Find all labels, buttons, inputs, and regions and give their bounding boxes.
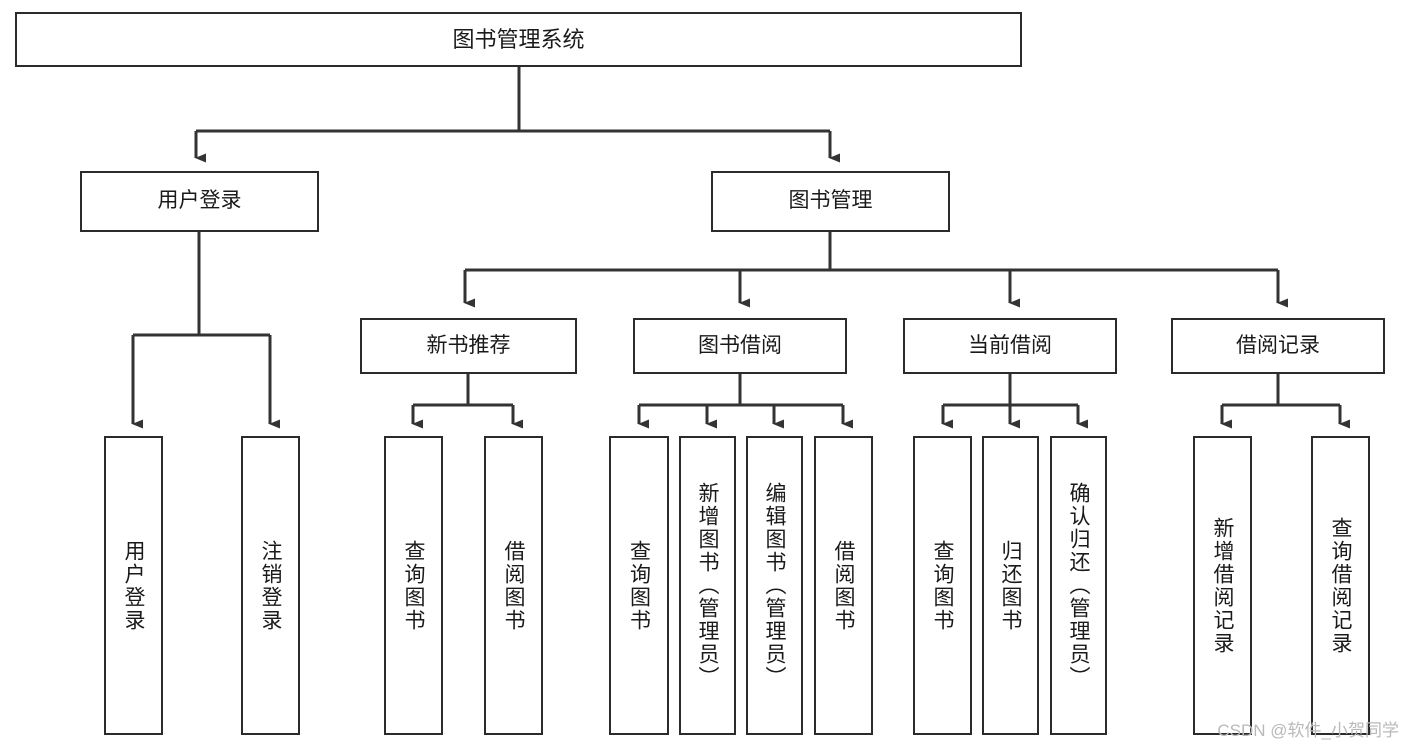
node-label: 借阅记录 (1236, 333, 1320, 357)
leaf-logout[interactable]: 注销登录 (241, 436, 300, 735)
node-label: 用户登录 (157, 189, 242, 213)
node-book-management[interactable]: 图书管理 (711, 171, 950, 232)
node-new-book-recommendation[interactable]: 新书推荐 (360, 318, 577, 374)
node-current-borrowing[interactable]: 当前借阅 (903, 318, 1117, 374)
leaf-return-book[interactable]: 归还图书 (982, 436, 1039, 735)
node-label: 图书管理系统 (452, 26, 585, 52)
node-label: 借阅图书 (502, 539, 525, 632)
node-label: 归还图书 (999, 539, 1022, 632)
leaf-edit-book-admin[interactable]: 编辑图书（管理员） (746, 436, 803, 735)
node-book-borrowing[interactable]: 图书借阅 (633, 318, 847, 374)
leaf-add-book-admin[interactable]: 新增图书（管理员） (679, 436, 736, 735)
leaf-user-login[interactable]: 用户登录 (104, 436, 163, 735)
node-label: 查询图书 (931, 539, 954, 632)
node-borrowing-record[interactable]: 借阅记录 (1171, 318, 1385, 374)
leaf-borrow-book-recommend[interactable]: 借阅图书 (484, 436, 543, 735)
node-user-login[interactable]: 用户登录 (80, 171, 319, 232)
leaf-query-borrow-record[interactable]: 查询借阅记录 (1311, 436, 1370, 735)
node-label: 借阅图书 (832, 539, 855, 632)
leaf-query-book-recommend[interactable]: 查询图书 (384, 436, 443, 735)
watermark: CSDN @软件_小贺同学 (1217, 721, 1399, 740)
node-label: 查询图书 (627, 539, 651, 632)
node-label: 编辑图书（管理员） (763, 482, 786, 689)
node-label: 注销登录 (259, 539, 282, 632)
node-label: 查询图书 (402, 539, 425, 632)
leaf-query-book-borrow[interactable]: 查询图书 (609, 436, 669, 735)
leaf-add-borrow-record[interactable]: 新增借阅记录 (1193, 436, 1252, 735)
leaf-query-book-current[interactable]: 查询图书 (913, 436, 972, 735)
node-label: 新书推荐 (426, 333, 511, 357)
node-label: 图书借阅 (698, 333, 782, 357)
leaf-borrow-book[interactable]: 借阅图书 (814, 436, 873, 735)
node-root-book-management-system[interactable]: 图书管理系统 (15, 12, 1022, 67)
leaf-confirm-return-admin[interactable]: 确认归还（管理员） (1050, 436, 1107, 735)
node-label: 新增图书（管理员） (696, 482, 719, 689)
node-label: 图书管理 (788, 189, 873, 213)
node-label: 用户登录 (122, 539, 145, 632)
node-label: 当前借阅 (968, 333, 1052, 357)
node-label: 确认归还（管理员） (1067, 482, 1090, 689)
node-label: 新增借阅记录 (1211, 516, 1234, 655)
node-label: 查询借阅记录 (1329, 516, 1352, 655)
